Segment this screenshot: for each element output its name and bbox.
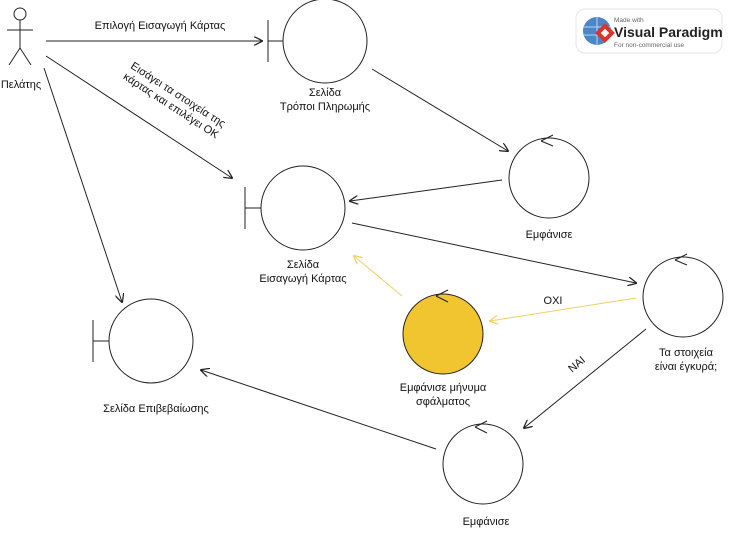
watermark-note: For non-commercial use: [614, 42, 684, 49]
message-select-card-entry: Επιλογή Εισαγωγή Κάρτας: [95, 20, 226, 32]
connector-payment-page-to-show: [371, 68, 508, 151]
boundary-card-entry-page[interactable]: [244, 165, 346, 251]
control-show-error-label-1: Εμφάνισε μήνυμα: [400, 382, 487, 394]
watermark-made-with: Made with: [614, 17, 644, 24]
connector-show-to-card-page: [350, 179, 503, 201]
control-show-1[interactable]: [508, 134, 590, 219]
control-validate[interactable]: [642, 253, 724, 338]
control-validate-label-2: είναι έγκυρά;: [655, 361, 717, 373]
control-show-2[interactable]: [442, 420, 524, 505]
actor-label: Πελάτης: [1, 79, 41, 91]
boundary-payment-methods-page[interactable]: [267, 0, 368, 84]
boundary-confirmation-page[interactable]: [92, 298, 194, 384]
connector-validate-to-error: [490, 297, 637, 321]
actor-customer[interactable]: [7, 7, 33, 66]
connector-card-page-to-validate: [351, 222, 636, 283]
payment-methods-page-label-1: Σελίδα: [309, 87, 342, 99]
confirmation-page-label: Σελίδα Επιβεβαίωσης: [103, 403, 209, 415]
control-show-2-label: Εμφάνισε: [463, 516, 510, 528]
visual-paradigm-watermark: Made with Visual Paradigm For non-commer…: [575, 8, 723, 54]
visual-paradigm-logo-icon: [583, 17, 615, 45]
card-entry-page-label-1: Σελίδα: [287, 259, 320, 271]
message-no: ΟΧΙ: [544, 295, 563, 307]
connector-actor-to-confirmation-page: [43, 67, 122, 302]
message-yes: ΝΑΙ: [566, 354, 588, 375]
control-validate-label-1: Τα στοιχεία: [659, 347, 714, 359]
connector-actor-to-card-page: [45, 55, 232, 178]
connector-validate-to-show: [524, 328, 647, 428]
control-show-error[interactable]: [402, 289, 484, 375]
control-show-error-label-2: σφάλματος: [416, 396, 470, 408]
payment-methods-page-label-2: Τρόποι Πληρωμής: [280, 101, 370, 113]
connector-show-to-confirmation-page: [201, 370, 437, 450]
message-enter-card-data: Εισάγει τα στοιχεία της κάρτας και επιλέ…: [121, 60, 227, 142]
watermark-brand: Visual Paradigm: [614, 24, 723, 40]
control-show-1-label: Εμφάνισε: [526, 229, 573, 241]
connector-error-to-card-page: [354, 256, 403, 297]
card-entry-page-label-2: Εισαγωγή Κάρτας: [259, 273, 346, 285]
